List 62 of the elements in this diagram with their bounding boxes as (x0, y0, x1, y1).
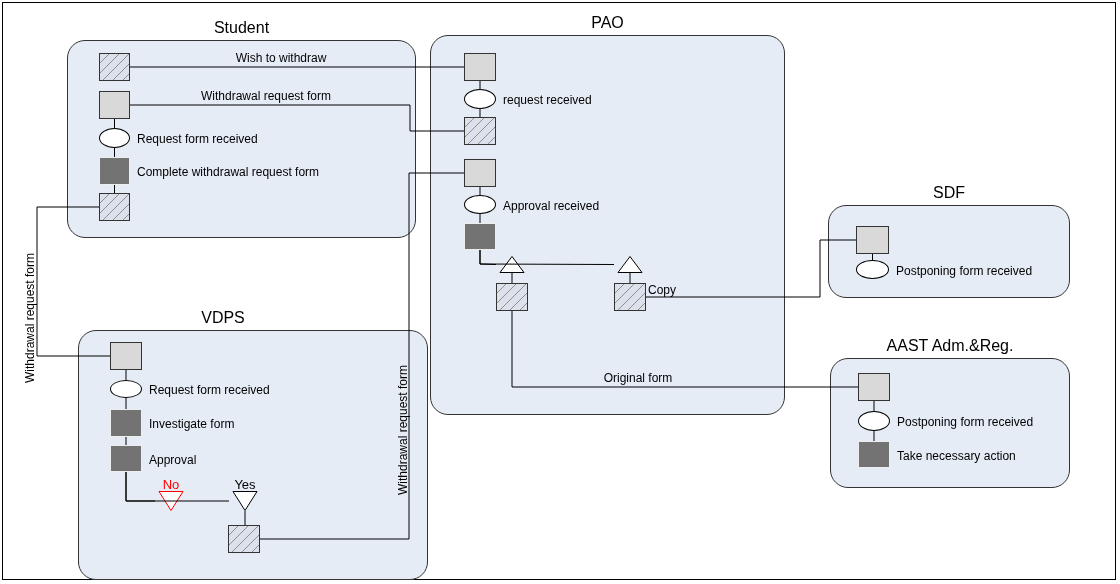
task-box (464, 223, 496, 250)
swimlane-title: Student (213, 19, 270, 37)
hatched-box (614, 283, 646, 311)
connector (645, 239, 857, 298)
gateway-triangle (496, 256, 528, 273)
connector (872, 253, 873, 261)
connector (479, 213, 481, 224)
activity-box (858, 373, 890, 401)
connector (114, 118, 115, 129)
connector (114, 184, 115, 194)
edge-label: Wish to withdraw (235, 51, 327, 65)
decision-label: No (162, 478, 180, 492)
activity-box (464, 159, 496, 187)
step-label: Approval (149, 452, 197, 467)
edge-label: Copy (648, 283, 676, 297)
hatched-box (496, 283, 528, 311)
connector (259, 172, 465, 540)
connector (129, 66, 465, 68)
step-label: Postponing form received (896, 263, 1033, 278)
hatched-box (228, 525, 260, 553)
connector (244, 510, 246, 526)
connector (125, 397, 127, 410)
connector (873, 400, 875, 412)
activity-box (464, 53, 496, 81)
connector (125, 471, 230, 502)
step-label: request received (503, 93, 592, 107)
connector (129, 104, 465, 132)
connector (479, 80, 481, 90)
step-label: Request form received (137, 132, 258, 146)
edge-label: Withdrawal request form (396, 365, 410, 495)
connector (125, 436, 127, 446)
connector (479, 186, 481, 196)
swimlane-title: SDF (933, 184, 965, 202)
swimlane-title: VDPS (201, 309, 245, 327)
connector (511, 310, 859, 388)
activity-box (99, 91, 130, 119)
connector (873, 430, 875, 442)
hatched-box (464, 117, 496, 145)
edge-label: Withdrawal request form (201, 89, 331, 103)
connector (479, 108, 481, 118)
connector (125, 369, 127, 381)
step-label: Take necessary action (897, 448, 1016, 463)
step-label: Approval received (503, 198, 600, 213)
swimlane-title: PAO (591, 14, 624, 32)
activity-box (856, 226, 889, 254)
step-label: Postponing form received (897, 415, 1034, 429)
edge-label: Withdrawal request form (23, 253, 37, 383)
step-label: Complete withdrawal request form (137, 165, 320, 179)
activity-box (110, 342, 142, 370)
connector (36, 206, 111, 357)
step-label: Request form received (149, 383, 270, 397)
hatched-box (99, 53, 130, 81)
decision-label: Yes (234, 478, 256, 492)
step-label: Investigate form (149, 417, 235, 431)
hatched-box (99, 193, 130, 221)
edge-label: Original form (603, 371, 673, 385)
swimlane-title: AAST Adm.&Reg. (886, 337, 1014, 355)
gateway-triangle (614, 256, 646, 273)
connector (511, 272, 513, 284)
connector (479, 249, 615, 265)
connector (629, 272, 631, 284)
connector (114, 147, 115, 158)
